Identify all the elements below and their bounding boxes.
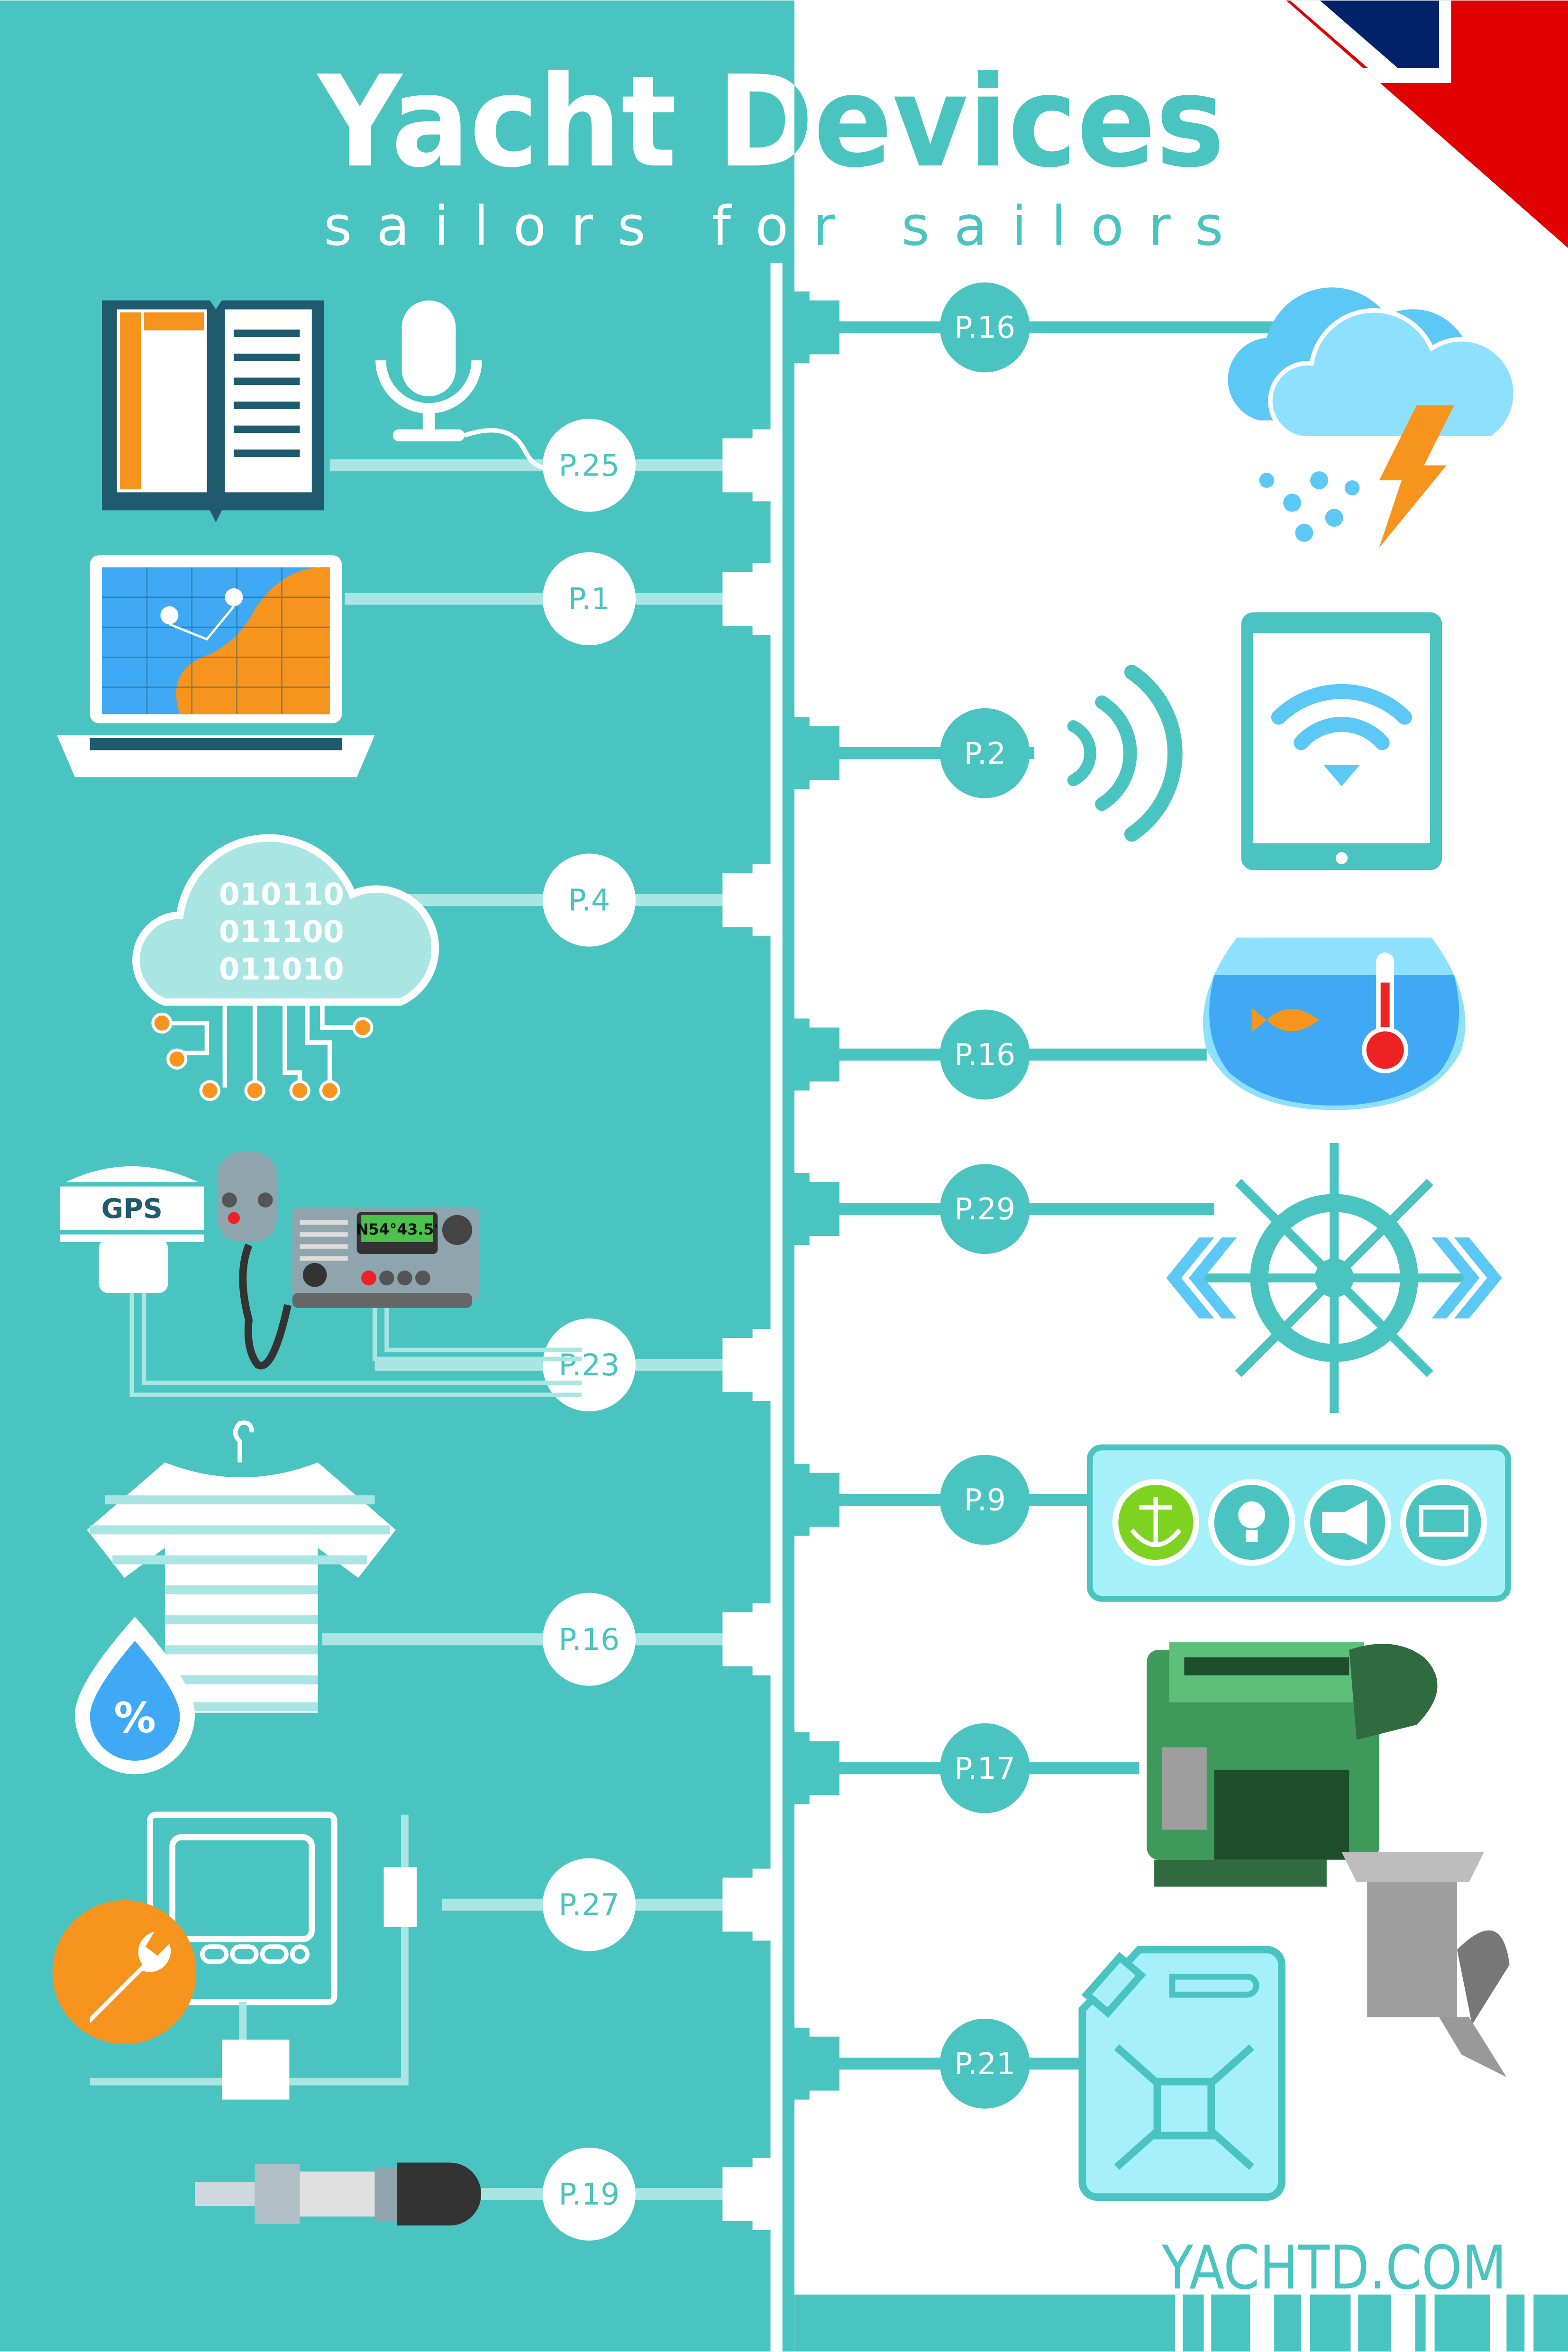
fuel-canister-icon [1078,1946,1285,2201]
footer: YACHTD.COM [794,2233,1568,2352]
right-connection: P.21 [791,2018,1083,2109]
right-connection: P.16 [791,1009,1207,1100]
display-unit-icon [52,1812,417,2100]
laptop-chart-plotter-icon [57,555,375,778]
page-badge[interactable] [939,1164,1030,1254]
page-badge[interactable] [542,1592,636,1686]
page-badge-label: P.16 [558,1622,620,1657]
page-badge-label: P.23 [558,1347,620,1382]
page-badge-label: P.17 [954,1751,1015,1786]
page-badge-label: P.27 [558,1887,620,1922]
right-connection: P.16 [791,282,1275,373]
left-connections: P.25P.1P.4P.23P.16P.27P.19 [129,419,771,2241]
tablet-icon [1241,612,1442,870]
left-connection: P.25 [329,419,771,512]
page-badge[interactable] [939,2018,1030,2109]
left-connection: P.19 [480,2147,771,2241]
page-badge-label: P.9 [964,1483,1006,1518]
page-badge-label: P.1 [568,581,611,616]
left-connection: P.4 [367,853,771,947]
left-connection: P.16 [322,1592,771,1686]
page-badge[interactable] [542,1318,636,1412]
radio-display-text: N54°43.5' [356,1221,438,1238]
weather-storm-icon [1228,287,1518,548]
page-badge[interactable] [542,2147,636,2241]
left-connection: P.1 [345,552,771,645]
humidity-symbol: % [114,1693,156,1742]
page-badge-label: P.16 [954,310,1015,345]
page-title: Yacht Devices [316,48,1225,195]
page-badge[interactable] [542,853,636,947]
switch-panel-icon [1086,1444,1511,1602]
gps-antenna-icon: GPS [60,1166,204,1293]
page-badge[interactable] [939,1009,1030,1100]
page-badge-label: P.16 [954,1037,1015,1072]
network-backbone [770,263,792,2352]
right-connections: P.16P.2P.16P.29P.9P.17P.21 [791,282,1275,2109]
page-badge-label: P.2 [964,736,1006,771]
page-badge-label: P.29 [954,1191,1015,1226]
left-connection: P.27 [442,1858,771,1951]
page-badge[interactable] [939,1455,1030,1545]
website-link[interactable]: YACHTD.COM [1161,2233,1506,2303]
binary-line-1: 010110 [219,877,344,912]
page-badge-label: P.19 [558,2177,620,2212]
microphone-icon [375,300,571,470]
bilge-pump-icon[interactable] [1400,1479,1487,1566]
page-badge[interactable] [939,282,1030,373]
cloud-data-icon: 010110 011100 011010 [132,834,439,1101]
spark-plug-icon [195,2162,482,2226]
gps-label: GPS [101,1193,163,1225]
right-connection: P.9 [791,1455,1090,1545]
vhf-radio-icon: N54°43.5' [217,1152,480,1370]
page-badge-label: P.25 [558,448,620,483]
tshirt-icon [87,1420,396,1713]
page-badge-label: P.21 [954,2046,1015,2081]
right-connection: P.29 [791,1164,1214,1254]
page-badge[interactable] [939,708,1030,798]
page-badge[interactable] [542,419,636,512]
helm-wheel-icon [1166,1143,1502,1413]
binary-line-2: 011100 [219,914,344,949]
engine-icon [1147,1642,1510,2077]
right-connection: P.2 [791,708,1035,798]
binary-line-3: 011010 [219,952,344,987]
wifi-signal-icon [1067,665,1183,842]
right-connection: P.17 [791,1723,1140,1813]
page-badge[interactable] [542,552,636,645]
humidity-drop-icon: % [75,1617,195,1775]
page-badge[interactable] [542,1858,636,1951]
logbook-icon [102,300,324,522]
page-badge-label: P.4 [568,883,611,918]
page-badge[interactable] [939,1723,1030,1813]
fishbowl-thermometer-icon [1203,937,1466,1110]
gps-radio-cable [129,1293,582,1397]
